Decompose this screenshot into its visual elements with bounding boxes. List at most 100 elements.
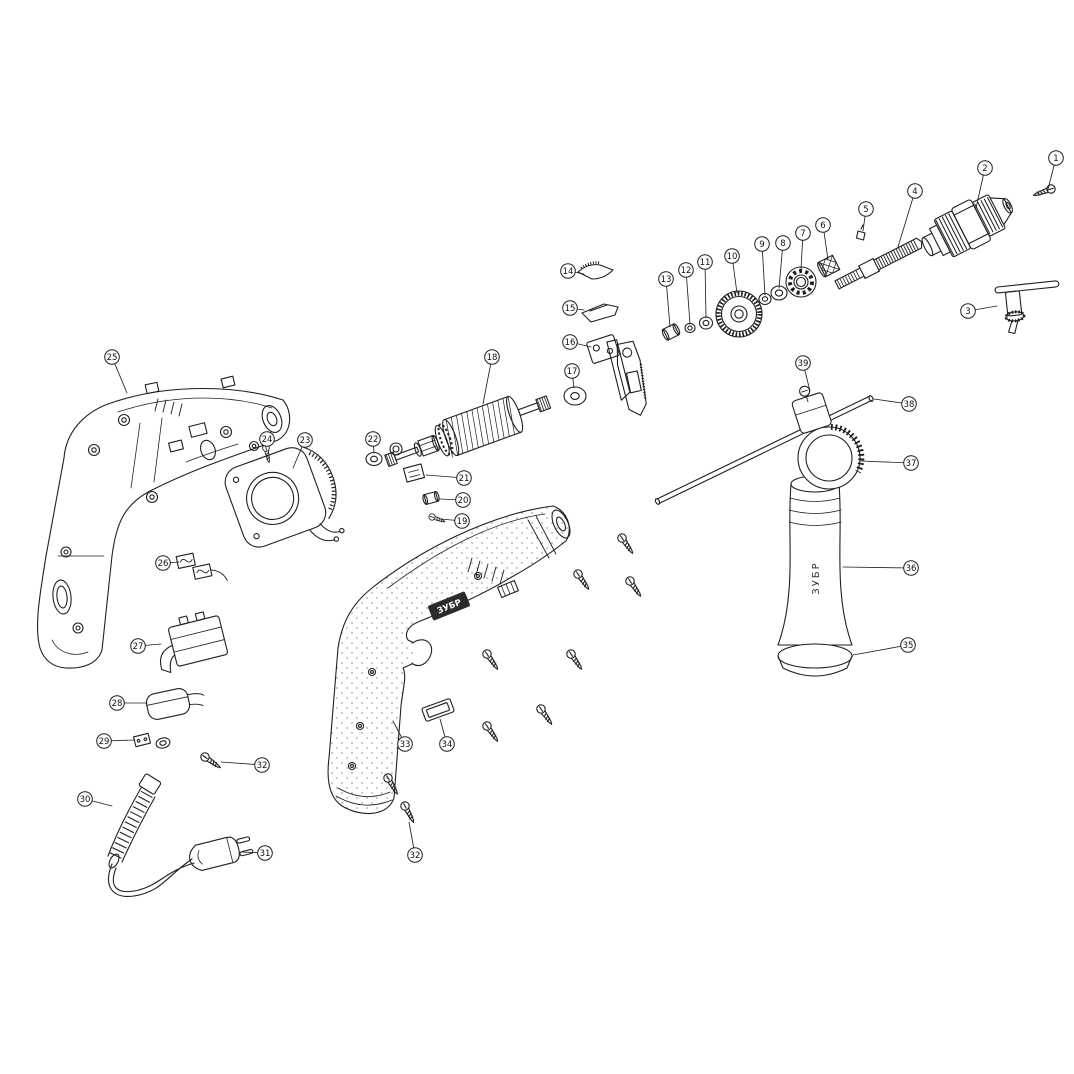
- callout-number-26: 26: [158, 559, 169, 569]
- callout-number-20: 20: [458, 496, 469, 506]
- callout-number-8: 8: [780, 239, 785, 249]
- leader-line-37: [860, 460, 912, 464]
- bushing-drawing: [422, 491, 440, 505]
- callout-number-30: 30: [80, 795, 91, 805]
- callout-2: 2: [977, 160, 993, 176]
- handle-clamp-block-drawing: [791, 385, 832, 434]
- callout-number-25: 25: [107, 353, 118, 363]
- callout-number-16: 16: [565, 338, 576, 348]
- leader-line-9: [761, 243, 766, 296]
- callout-number-35: 35: [903, 641, 914, 651]
- leader-line-11: [704, 261, 707, 319]
- callout-number-15: 15: [565, 304, 576, 314]
- callout-38: 38: [901, 396, 917, 412]
- callout-number-36: 36: [906, 564, 917, 574]
- callout-11: 11: [697, 254, 713, 270]
- callout-24: 24: [259, 431, 275, 447]
- callout-6: 6: [815, 217, 831, 233]
- callout-number-37: 37: [906, 459, 917, 469]
- leader-line-35: [852, 644, 909, 656]
- leader-line-36: [842, 566, 912, 569]
- callout-number-31: 31: [260, 849, 271, 859]
- housing-right-drawing: ЗУБР: [327, 505, 571, 815]
- stator-drawing: [224, 446, 345, 548]
- callout-number-12: 12: [681, 266, 692, 276]
- callout-number-14: 14: [563, 267, 574, 277]
- callout-15: 15: [562, 300, 578, 316]
- callout-20: 20: [455, 492, 471, 508]
- washer-drawing: [758, 285, 788, 306]
- hammer-bracket-drawing: [606, 339, 631, 401]
- callout-35: 35: [900, 637, 916, 653]
- callout-number-28: 28: [112, 699, 123, 709]
- callout-number-2: 2: [982, 164, 987, 174]
- callout-22: 22: [365, 431, 381, 447]
- callout-7: 7: [795, 225, 811, 241]
- callout-number-22: 22: [368, 435, 379, 445]
- callout-37: 37: [903, 455, 919, 471]
- leader-lines-layer: [84, 157, 1057, 856]
- callout-3: 3: [960, 303, 976, 319]
- callout-number-33: 33: [400, 740, 411, 750]
- chuck-drawing: [921, 194, 1013, 258]
- chuck-key-drawing: [994, 280, 1060, 335]
- callout-17: 17: [564, 363, 580, 379]
- mode-lever-drawing: [577, 261, 614, 280]
- callout-30: 30: [77, 791, 93, 807]
- leader-line-12: [685, 269, 691, 325]
- callout-4: 4: [907, 183, 923, 199]
- callout-19: 19: [454, 513, 470, 529]
- callout-12: 12: [678, 262, 694, 278]
- callout-25: 25: [104, 349, 120, 365]
- bearing-drawing: [785, 266, 817, 298]
- brush-holders-drawing: [175, 552, 228, 582]
- callout-number-13: 13: [661, 275, 672, 285]
- callout-16: 16: [562, 334, 578, 350]
- callout-32: 32: [407, 847, 423, 863]
- callout-34: 34: [439, 736, 455, 752]
- callout-number-29: 29: [99, 737, 110, 747]
- handle-brand-text: ЗУБР: [811, 561, 822, 594]
- callout-number-27: 27: [133, 642, 144, 652]
- callout-number-39: 39: [798, 359, 809, 369]
- callout-number-7: 7: [800, 229, 805, 239]
- disc-washer-drawing: [563, 386, 587, 406]
- callout-number-38: 38: [904, 400, 915, 410]
- flat-spring-drawing: [581, 303, 619, 323]
- callout-21: 21: [456, 470, 472, 486]
- callout-8: 8: [775, 235, 791, 251]
- power-plug-drawing: [189, 836, 254, 871]
- cord-protector-drawing: [107, 773, 162, 869]
- callout-number-11: 11: [700, 258, 711, 268]
- callout-number-24: 24: [262, 435, 273, 445]
- switch-drawing: [159, 611, 228, 674]
- leader-line-18: [482, 356, 493, 405]
- handle-grip-drawing: [777, 483, 853, 646]
- hammer-plate-drawing: [586, 334, 620, 364]
- callout-number-23: 23: [300, 436, 311, 446]
- spindle-drawing: [834, 237, 923, 290]
- callout-5: 5: [858, 201, 874, 217]
- depth-rod-drawing: [656, 395, 873, 505]
- callout-31: 31: [257, 845, 273, 861]
- callout-18: 18: [484, 349, 500, 365]
- housing-left-drawing: [36, 375, 291, 669]
- cover-plate-drawing: [421, 698, 455, 722]
- callout-33: 33: [397, 736, 413, 752]
- callout-27: 27: [130, 638, 146, 654]
- chuck-screw-drawing: [1031, 183, 1057, 200]
- power-cord-drawing: [108, 858, 195, 897]
- callout-number-10: 10: [727, 252, 738, 262]
- leader-line-4: [897, 190, 916, 248]
- callout-32: 32: [254, 757, 270, 773]
- coupling-spring-drawing: [817, 254, 841, 278]
- callout-36: 36: [903, 560, 919, 576]
- callout-number-32: 32: [410, 851, 421, 861]
- callout-number-19: 19: [457, 517, 468, 527]
- callout-9: 9: [754, 236, 770, 252]
- armature-drawing: [384, 395, 552, 468]
- callout-10: 10: [724, 248, 740, 264]
- callout-39: 39: [795, 355, 811, 371]
